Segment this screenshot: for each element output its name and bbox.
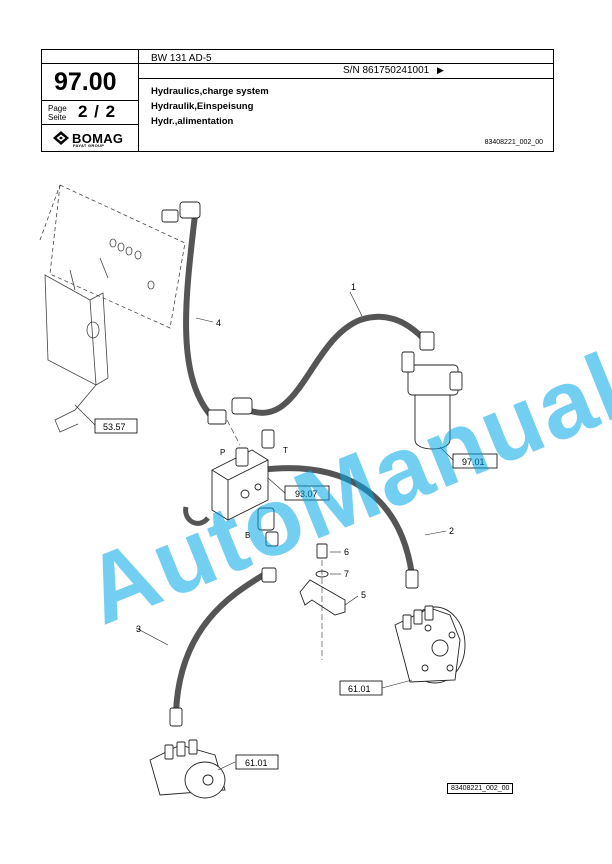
brand-subtitle: FAYAT GROUP	[73, 143, 105, 148]
page-label: Page Seite	[48, 104, 67, 122]
brand-row: BOMAG FAYAT GROUP	[42, 124, 138, 152]
header-left: 97.00 Page Seite 2 / 2 BOMAG FAYAT GROUP	[42, 50, 139, 151]
ref-box-61-01-right: 61.01	[348, 684, 371, 694]
serial-row: S/N 861750241001 ▶	[139, 63, 553, 79]
figure-id: 83408221_002_00	[447, 783, 514, 794]
serial-number: S/N 861750241001	[343, 65, 430, 76]
ref-box-97-01: 97.01	[462, 457, 485, 467]
document-reference: 83408221_002_00	[484, 139, 543, 146]
callout-3: 3	[136, 624, 141, 634]
bracket-5	[299, 579, 346, 616]
callout-4: 4	[216, 318, 221, 328]
hose-1	[245, 313, 428, 416]
title-german: Hydraulik,Einspeisung	[151, 101, 254, 112]
hose-4	[183, 212, 218, 423]
callout-5: 5	[361, 590, 366, 600]
filter-housing	[414, 389, 451, 450]
header-block: 97.00 Page Seite 2 / 2 BOMAG FAYAT GROUP…	[41, 49, 554, 152]
callout-2: 2	[449, 526, 454, 536]
section-number: 97.00	[54, 68, 117, 96]
section-number-box: 97.00	[42, 63, 138, 101]
port-label-p: P	[220, 448, 225, 457]
bolt-6	[316, 543, 328, 559]
hose-3	[173, 569, 271, 715]
callout-7: 7	[344, 569, 349, 579]
port-label-b: B	[245, 531, 250, 540]
title-french: Hydr.,alimentation	[151, 116, 234, 127]
callout-6: 6	[344, 547, 349, 557]
hydraulic-diagram: 1 2 3 4 5 6 7 P T B 53.57 97.01 93.07 61…	[39, 184, 498, 799]
tank-outline	[49, 184, 186, 329]
fitting-tank	[161, 209, 179, 223]
port-label-t: T	[283, 446, 288, 455]
model-name: BW 131 AD-5	[151, 53, 212, 64]
brand-name: BOMAG	[72, 131, 124, 146]
arrow-right-icon: ▶	[437, 65, 444, 75]
ref-box-53-57: 53.57	[103, 422, 126, 432]
fitting-hose-4	[207, 409, 227, 425]
bomag-logo-icon	[53, 131, 69, 145]
page-value: 2 / 2	[78, 102, 116, 121]
ref-box-61-01-bottom: 61.01	[245, 758, 268, 768]
ref-box-93-07: 93.07	[295, 489, 318, 499]
header-right: BW 131 AD-5 S/N 861750241001 ▶ Hydraulic…	[139, 50, 553, 151]
hose-2	[257, 465, 415, 578]
callout-1: 1	[351, 282, 356, 292]
title-english: Hydraulics,charge system	[151, 86, 269, 97]
fitting-filter	[419, 331, 435, 351]
